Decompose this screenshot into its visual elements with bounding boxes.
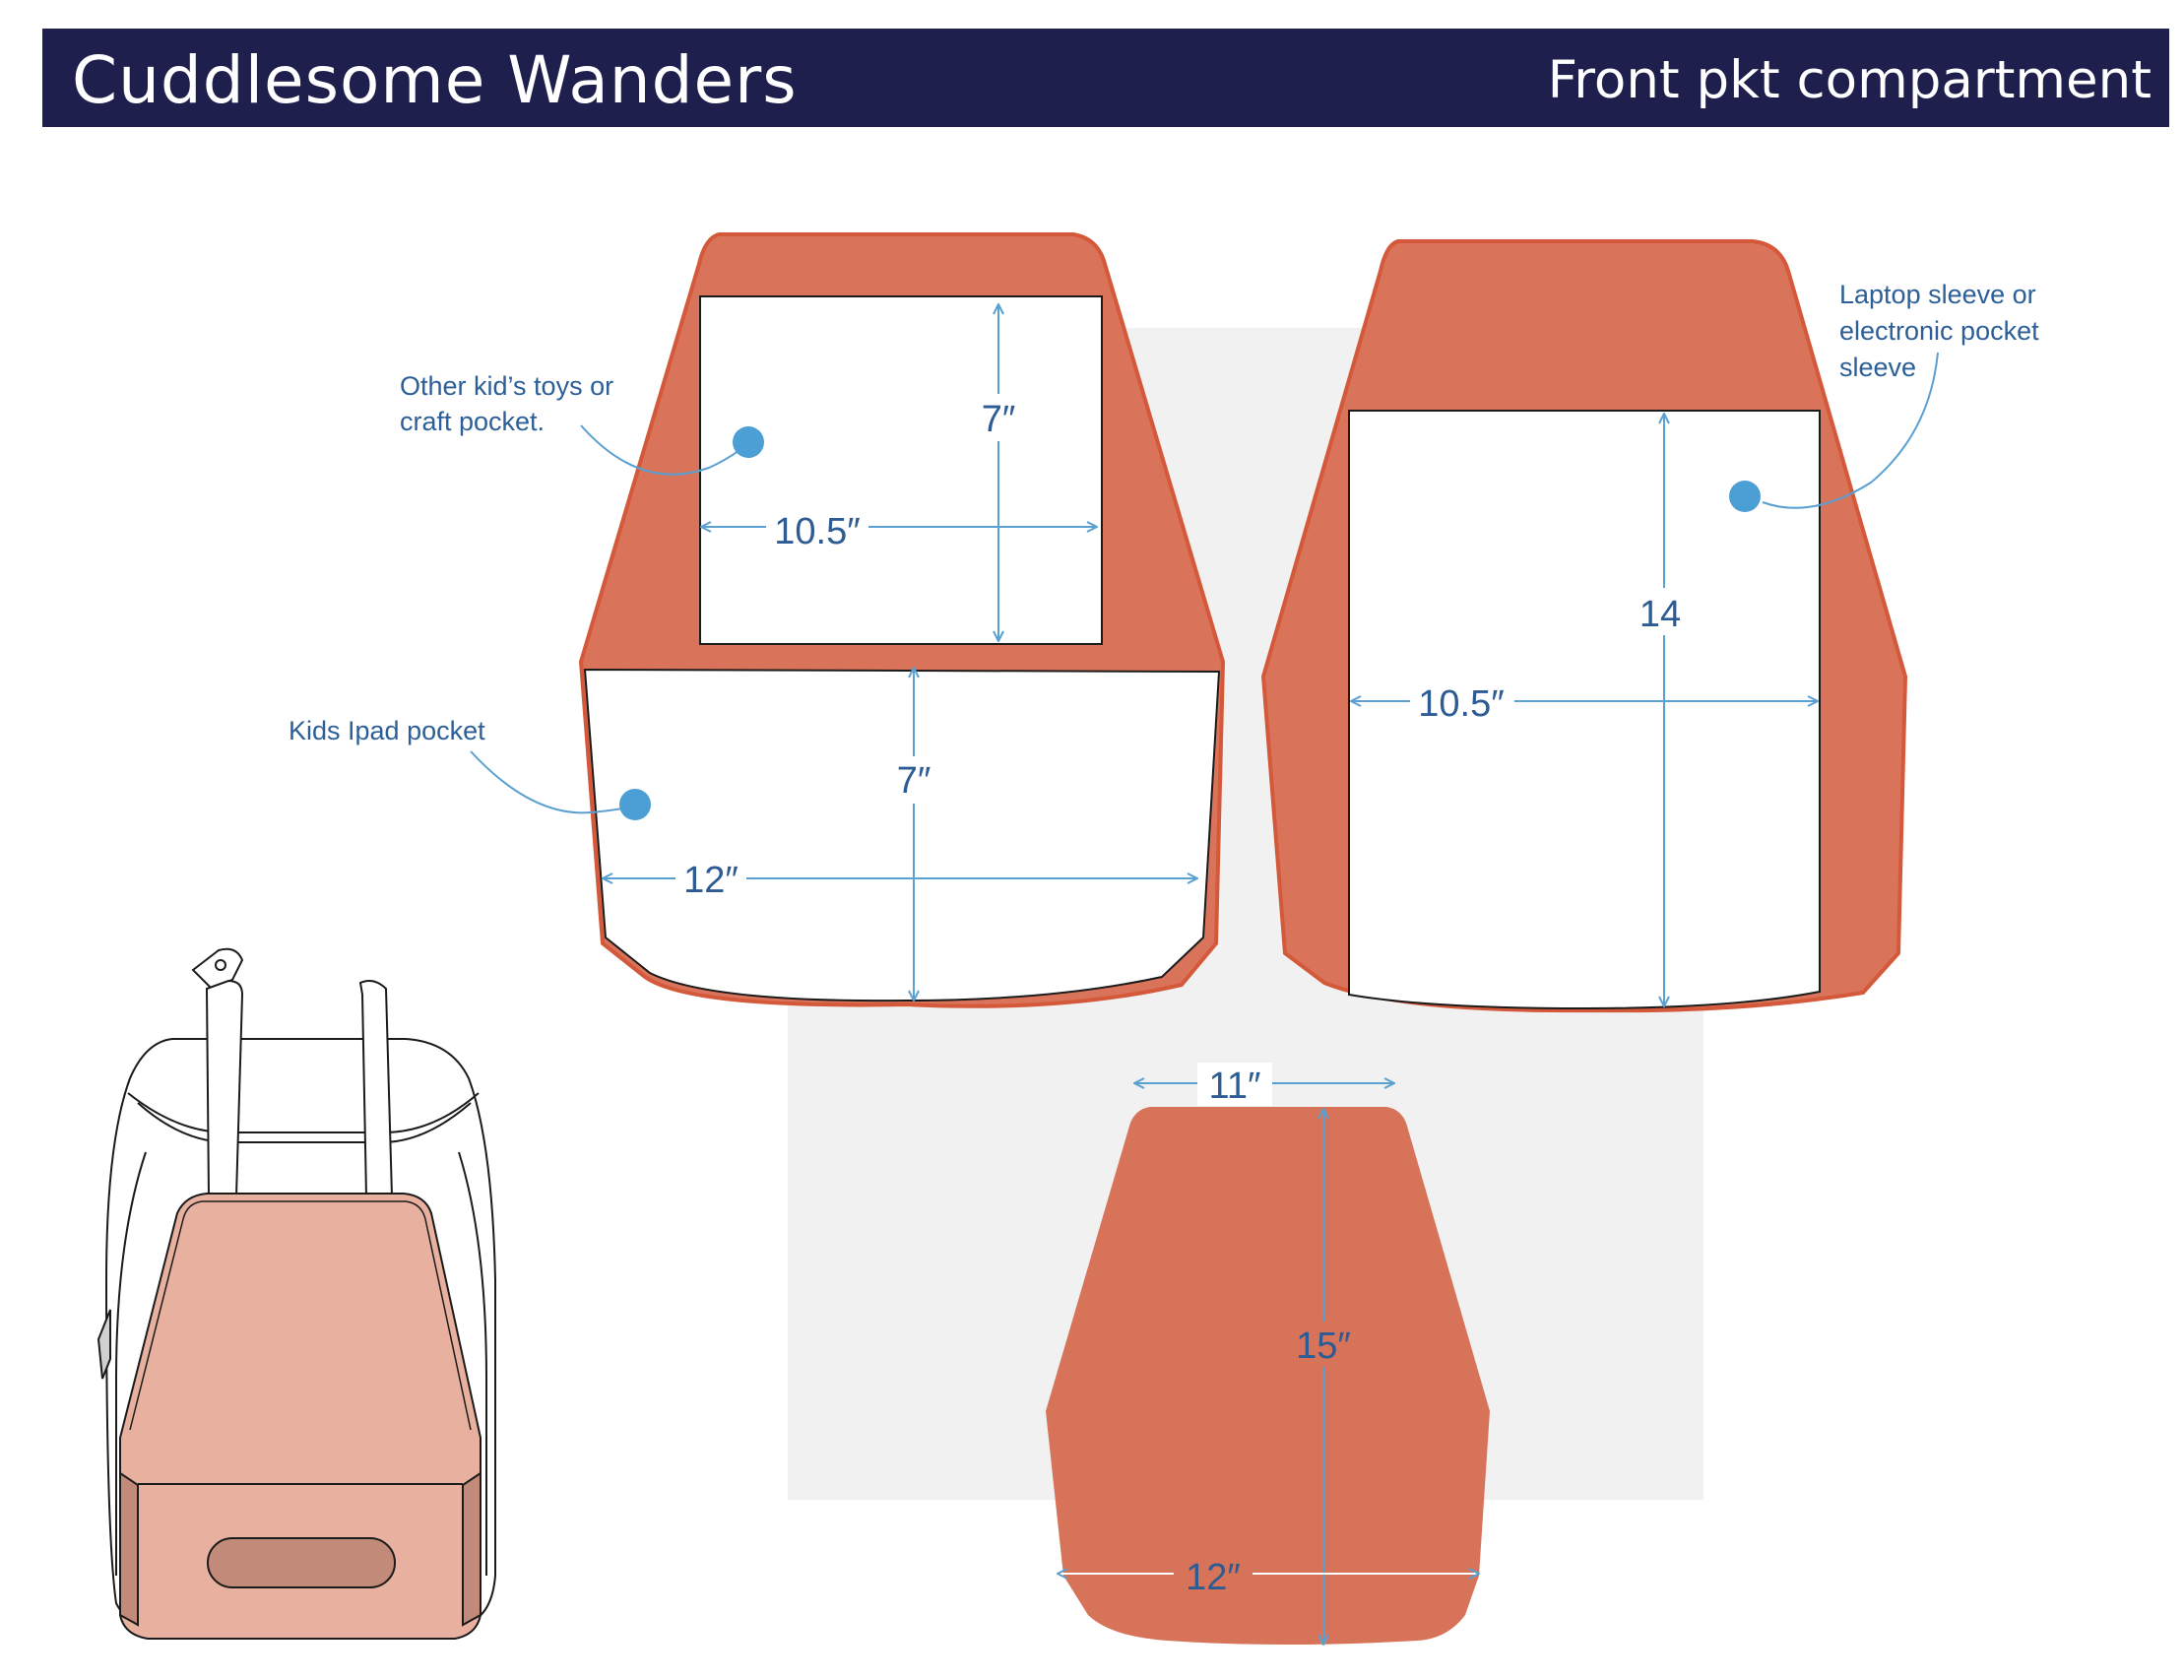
backpack-front-pocket [119,1193,482,1640]
backpack-pocket-piping [202,1200,472,1431]
laptop-sleeve-panel: 14 10.5″ [1260,239,1908,1013]
backpack-side-seam-right [458,1151,487,1576]
backpack-pocket-piping-left [129,1200,203,1431]
callout-laptop-leader [1762,352,1939,509]
backpack-side-gusset-right [462,1471,482,1627]
backpack-top-seam [127,1092,480,1133]
toys-width-label-bg [766,506,868,549]
callout-toys: Other kid’s toys or craft pocket. [400,371,764,476]
back-panel: 11″ 15″ 12″ [1046,1063,1490,1645]
laptop-height-label: 14 [1639,594,1681,635]
backpack-side-gusset-left [119,1471,139,1627]
backpack-label-patch [207,1537,396,1588]
backpack-strap-right [358,980,394,1197]
callout-ipad: Kids Ipad pocket [289,716,651,820]
callout-toys-line2: craft pocket. [400,407,545,436]
laptop-sleeve [1348,410,1821,1010]
toys-width-label: 10.5″ [774,511,860,552]
toys-height-label: 7″ [982,399,1016,440]
ipad-height-label: 7″ [897,760,931,802]
toys-height-label-bg [973,394,1026,441]
header-bar: Cuddlesome Wanders Front pkt compartment [42,29,2169,127]
panel-height-label-bg [1290,1322,1359,1367]
backpack-strap-left [205,979,244,1197]
page-subtitle: Front pkt compartment [1547,50,2152,110]
callout-laptop-dot [1729,481,1761,512]
backpack-side-seam-left [115,1151,147,1576]
panel-bottom-width-label: 12″ [1186,1557,1241,1598]
panel-top-width-label: 11″ [1209,1066,1261,1107]
callout-laptop-line1: Laptop sleeve or [1839,280,2036,309]
callout-laptop-line2: electronic pocket [1839,316,2039,346]
ipad-width-label-bg [675,857,746,900]
panel-top-width-label-bg [1197,1063,1272,1106]
callout-laptop: Laptop sleeve or electronic pocket sleev… [1729,280,2039,512]
front-pocket-panel: 7″ 10.5″ 7″ 12″ [578,232,1226,1008]
panel-bottom-width-label-bg [1174,1553,1253,1596]
callout-toys-leader [580,424,747,476]
page-title: Cuddlesome Wanders [72,42,798,118]
laptop-width-label: 10.5″ [1418,683,1504,725]
laptop-height-label-bg [1631,588,1698,635]
callout-toys-line1: Other kid’s toys or [400,371,613,401]
ipad-height-label-bg [888,756,941,804]
backpack-side-strip [96,1309,111,1380]
backpack-top-seam-inner [137,1102,472,1143]
backpack-illustration [96,947,496,1640]
ipad-width-label: 12″ [683,860,739,901]
laptop-width-label-bg [1410,679,1514,725]
toys-pocket [699,295,1103,645]
callout-ipad-label: Kids Ipad pocket [289,716,485,745]
back-panel-shape [1046,1107,1490,1645]
panel-height-label: 15″ [1296,1325,1351,1367]
ipad-pocket [583,668,1221,1002]
backpack-pull-tab-hole [215,959,226,971]
callout-ipad-dot [619,789,651,820]
callout-laptop-line3: sleeve [1839,353,1916,382]
callout-toys-dot [733,426,764,458]
